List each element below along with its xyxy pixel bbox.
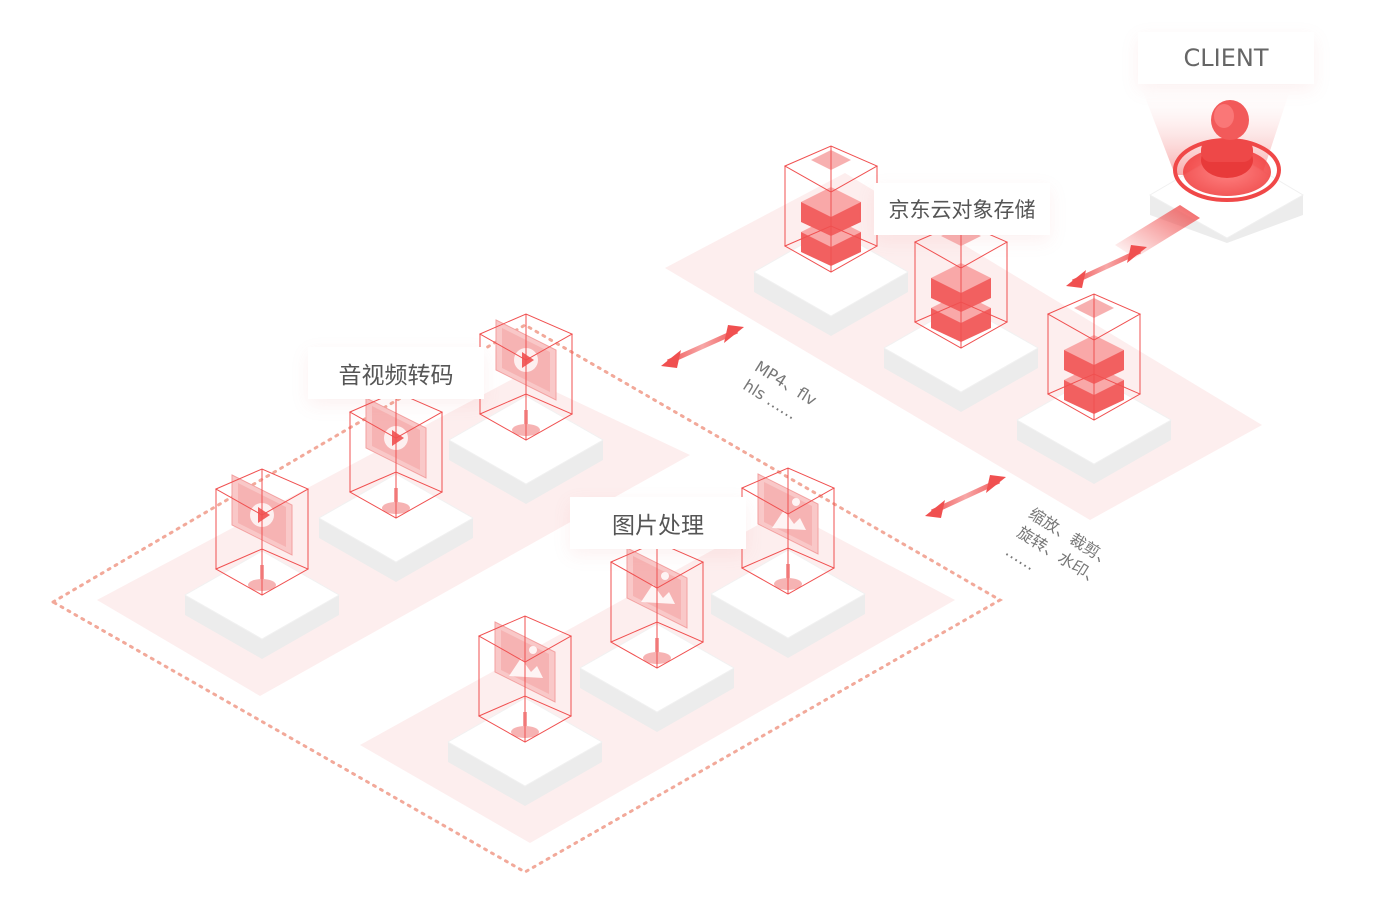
client-node[interactable] — [1115, 84, 1304, 258]
image-node-1 — [709, 467, 867, 658]
arrow-client-storage — [1066, 245, 1147, 288]
av-node-3 — [183, 468, 341, 659]
image-node-3 — [446, 615, 604, 806]
client-label: CLIENT — [1138, 32, 1314, 84]
storage-node-2 — [882, 221, 1040, 412]
arrow-storage-image — [925, 475, 1006, 518]
av-node-2 — [317, 391, 475, 582]
processing-group-border — [50, 323, 1004, 874]
arrow-storage-av — [661, 325, 744, 368]
storage-node-3 — [1015, 293, 1173, 484]
av-transcode-label: 音视频转码 — [308, 347, 484, 399]
image-node-2 — [578, 541, 736, 732]
image-process-label: 图片处理 — [570, 497, 746, 549]
storage-node-1 — [752, 145, 910, 336]
storage-label: 京东云对象存储 — [874, 183, 1050, 235]
client-link-beam — [1115, 205, 1200, 258]
av-node-1 — [447, 313, 605, 504]
user-icon — [1201, 100, 1253, 178]
